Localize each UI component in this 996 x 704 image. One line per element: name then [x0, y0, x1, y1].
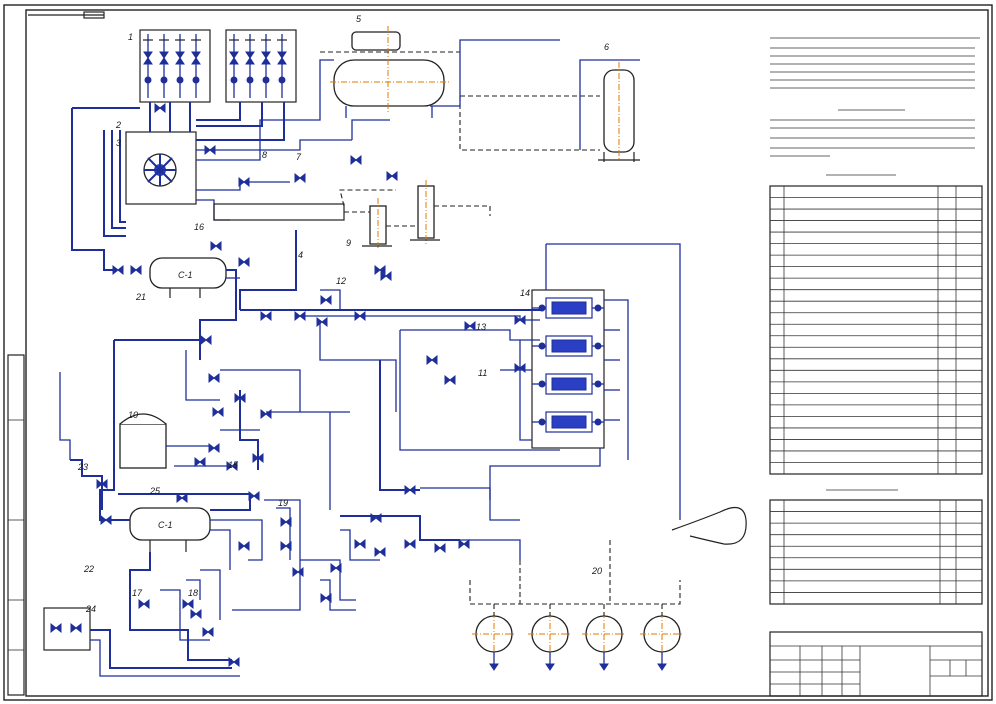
horizontal-separator-vessel [320, 26, 460, 118]
separator-c1-lower [129, 507, 211, 552]
position-number: 10 [128, 410, 138, 420]
vertical-vessel [598, 62, 640, 162]
position-number: 20 [591, 566, 602, 576]
position-number: 5 [356, 14, 362, 24]
position-number: 8 [262, 150, 267, 160]
storage-tank [119, 413, 167, 469]
secondary-table [769, 489, 983, 605]
drawing-frame [3, 4, 993, 701]
separator-label-lower: С-1 [158, 520, 173, 530]
position-number: 6 [604, 42, 609, 52]
position-number: 3 [116, 138, 121, 148]
position-number: 4 [298, 250, 303, 260]
separator-label-upper: С-1 [178, 270, 193, 280]
position-number: 17 [132, 588, 143, 598]
position-number: 21 [135, 292, 146, 302]
specification-table [769, 174, 983, 475]
position-number: 18 [188, 588, 198, 598]
position-number: 9 [346, 238, 351, 248]
position-number: 24 [85, 604, 96, 614]
position-number: 2 [115, 120, 121, 130]
rotary-distributor [125, 131, 197, 205]
position-number: 19 [278, 498, 288, 508]
title-block [769, 631, 983, 697]
inlet-manifold-right [225, 29, 297, 103]
position-number: 16 [194, 222, 204, 232]
loop-line [671, 506, 747, 545]
inlet-manifold-left [139, 29, 211, 103]
column-pair [362, 180, 440, 250]
piping-network [43, 39, 681, 677]
position-number: 1 [128, 32, 133, 42]
position-number: 25 [149, 486, 161, 496]
position-number: 11 [478, 368, 487, 378]
heat-exchanger-bank [531, 289, 605, 449]
position-number: 7 [296, 152, 302, 162]
notes-block [770, 37, 980, 157]
bottom-vessel-group [472, 604, 684, 671]
position-number: 23 [77, 462, 88, 472]
position-number: 13 [476, 322, 486, 332]
position-number: 12 [336, 276, 346, 286]
separator-c1-upper [149, 257, 227, 298]
position-number: 14 [520, 288, 530, 298]
position-number: 22 [83, 564, 94, 574]
position-number: 15 [228, 460, 239, 470]
valve-symbols [50, 102, 526, 668]
